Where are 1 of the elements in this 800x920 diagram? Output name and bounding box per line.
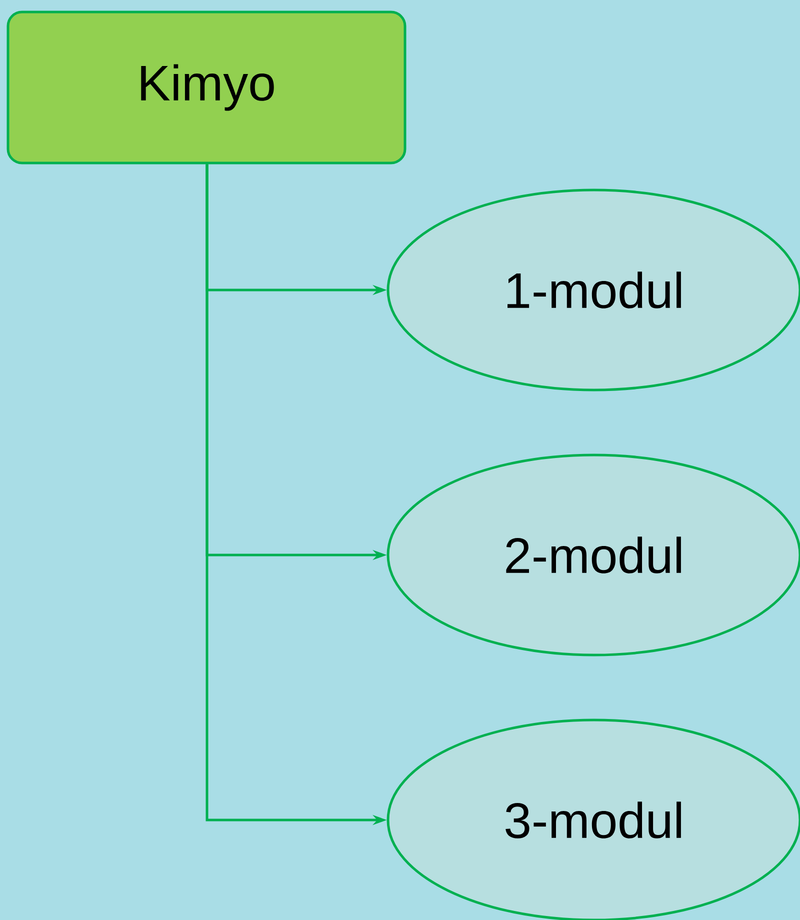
topic-box: Kimyo (6, 10, 406, 164)
